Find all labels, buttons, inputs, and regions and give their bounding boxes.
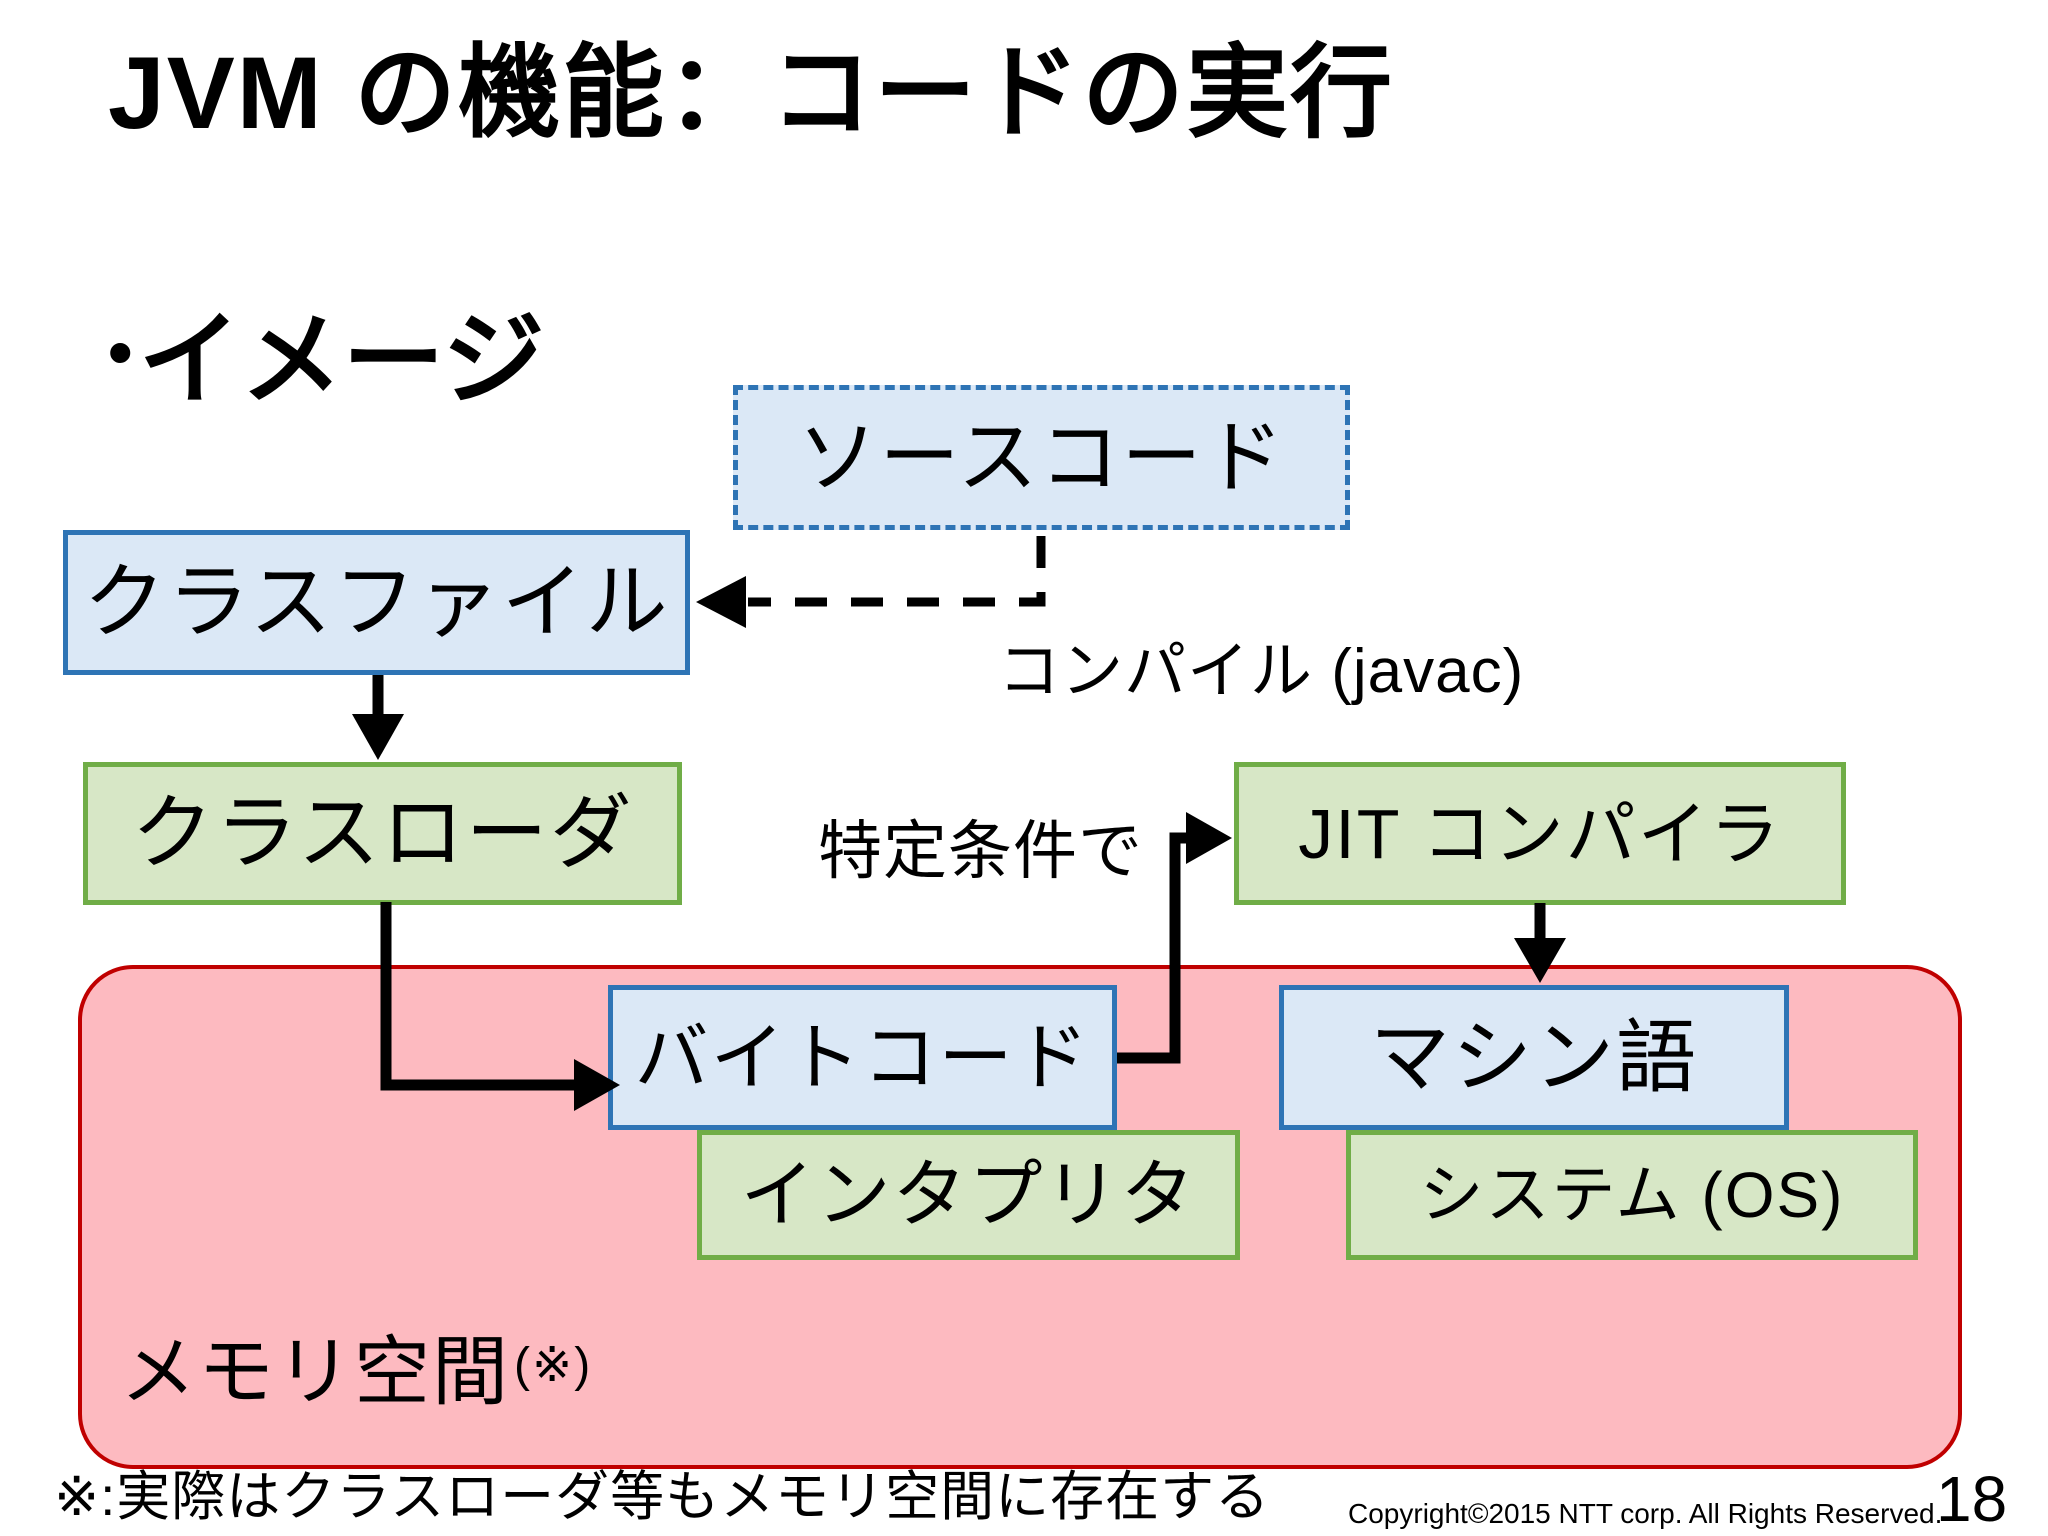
node-class-file-label: クラスファイル: [83, 556, 670, 648]
arrowhead-into-classfile: [696, 576, 746, 628]
node-jit-compiler-label: JIT コンパイラ: [1298, 794, 1782, 873]
node-class-file: クラスファイル: [63, 530, 690, 675]
node-interpreter-label: インタプリタ: [740, 1153, 1197, 1236]
copyright: Copyright©2015 NTT corp. All Rights Rese…: [1348, 1498, 1943, 1529]
node-jit-compiler: JIT コンパイラ: [1234, 762, 1846, 905]
node-class-loader-label: クラスローダ: [131, 787, 634, 879]
arrowhead-into-classloader: [352, 714, 404, 760]
node-source-code: ソースコード: [733, 385, 1350, 530]
edge-label-compile: コンパイル (javac): [998, 637, 1525, 706]
node-bytecode-label: バイトコード: [634, 1015, 1091, 1099]
page-title: JVM の機能：コードの実行: [108, 36, 1395, 150]
node-system-os-label: システム (OS): [1419, 1159, 1845, 1231]
node-interpreter: インタプリタ: [697, 1130, 1240, 1260]
node-machine-code: マシン語: [1279, 985, 1789, 1130]
memory-space-label-note: (※): [514, 1339, 593, 1392]
arrow-source-to-classfile: [748, 536, 1046, 607]
footnote: ※:実際はクラスローダ等もメモリ空間に存在する: [54, 1467, 1271, 1527]
bullet-icon: •: [108, 312, 133, 391]
bullet-label: イメージ: [138, 303, 545, 417]
arrowhead-into-jit: [1186, 812, 1232, 864]
edge-label-condition: 特定条件で: [818, 815, 1143, 887]
node-class-loader: クラスローダ: [83, 762, 682, 905]
node-source-code-label: ソースコード: [797, 412, 1286, 502]
bullet-item: • イメージ: [108, 278, 544, 425]
node-system-os: システム (OS): [1346, 1130, 1918, 1260]
memory-space-label-text: メモリ空間: [120, 1330, 510, 1415]
node-machine-code-label: マシン語: [1370, 1012, 1698, 1102]
node-bytecode: バイトコード: [608, 985, 1117, 1130]
page-number: 18: [1936, 1463, 2008, 1535]
memory-space-label: メモリ空間 (※): [120, 1310, 592, 1420]
